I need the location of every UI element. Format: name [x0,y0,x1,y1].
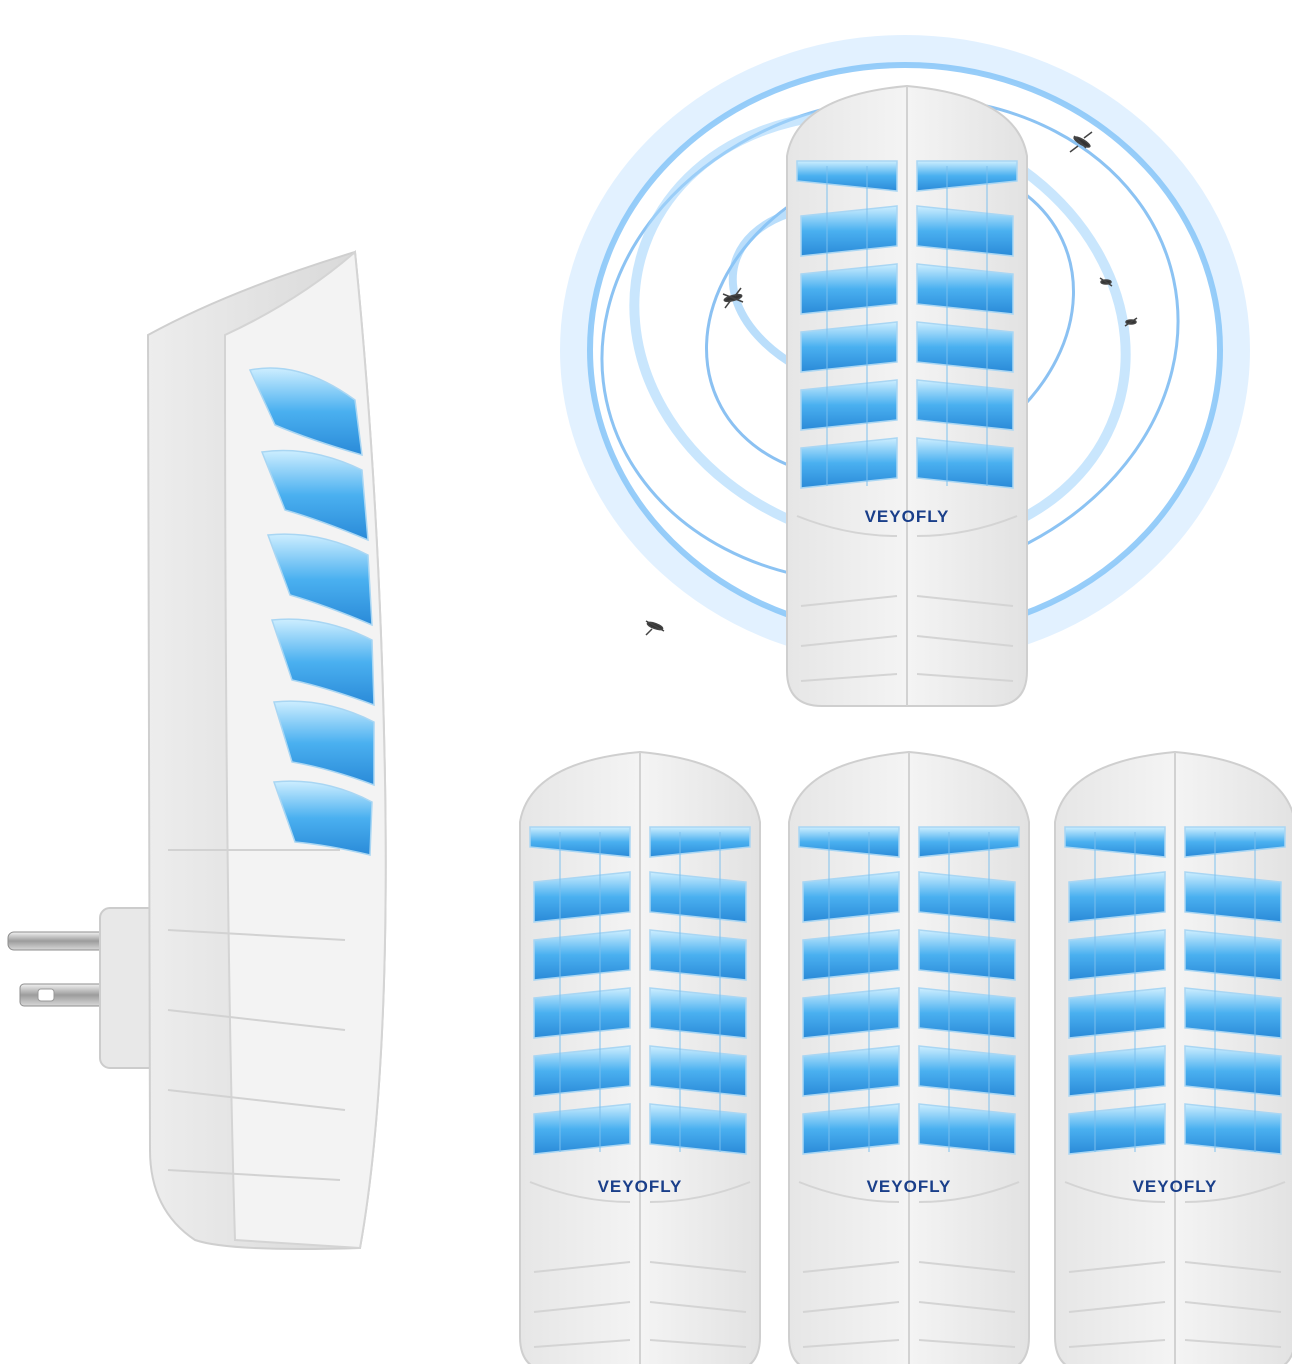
brand-label: VEYOFLY [865,507,950,526]
brand-label: VEYOFLY [1133,1177,1218,1196]
zapper-front-view-3: VEYOFLY [1054,751,1292,1364]
zapper-front-view-featured: VEYOFLY [786,85,1028,707]
plug-icon [7,907,161,1069]
zapper-side-view [7,249,387,1250]
zapper-front-view-1: VEYOFLY [519,751,761,1364]
brand-label: VEYOFLY [598,1177,683,1196]
mosquito-icon [645,131,1138,636]
zapper-front-view-2: VEYOFLY [788,751,1030,1364]
brand-label: VEYOFLY [867,1177,952,1196]
